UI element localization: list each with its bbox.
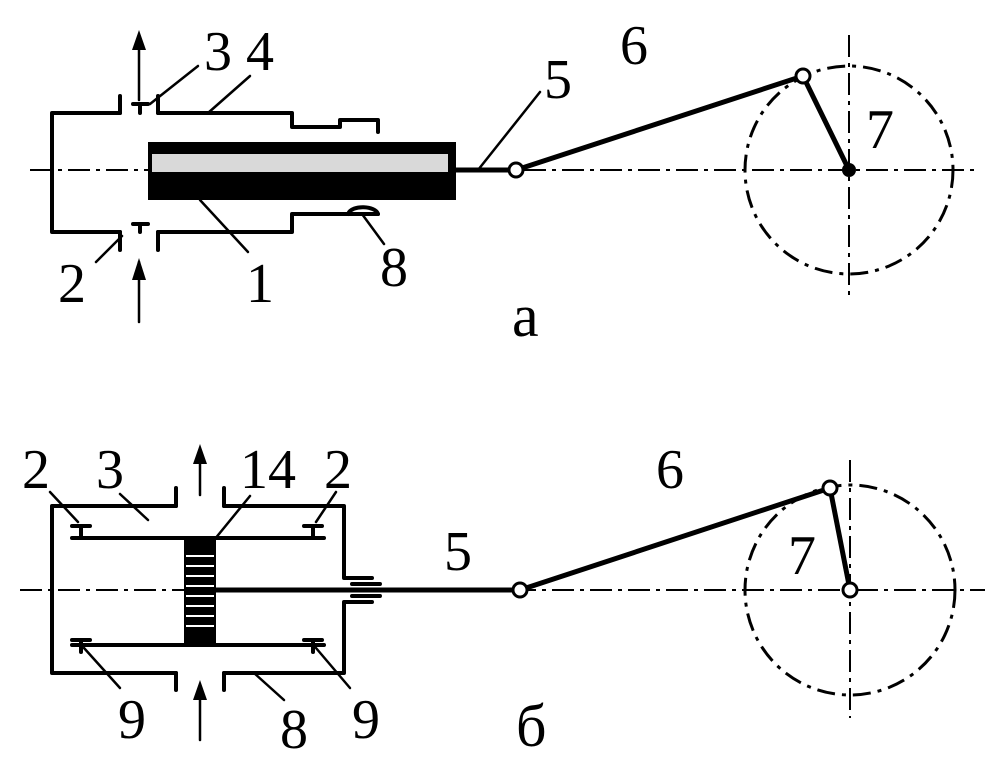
panel-b-valve-2-right [302, 524, 324, 540]
panel-a-discharge-arrowhead [132, 30, 146, 50]
panel-b-suction-arrowhead [193, 680, 207, 700]
panel-a-connecting-rod-6 [513, 73, 806, 173]
panel-b-pin-crank [821, 479, 839, 497]
panel-a-leader-5 [476, 90, 542, 172]
panel-b-label-2-left: 2 [22, 439, 50, 501]
panel-a-cylinder-body [50, 111, 380, 234]
panel-b-leader-2-right [314, 490, 338, 524]
panel-b-leader-8 [252, 671, 286, 702]
panel-b-cylinder-body [50, 504, 374, 675]
panel-b-leader-9-left [82, 646, 122, 690]
panel-a-leader-4 [206, 74, 252, 115]
panel-b-caption: б [516, 693, 547, 759]
panel-b-crank-arm [827, 485, 853, 593]
panel-b-valve-9-left [70, 638, 92, 654]
panel-b: 2 3 14 2 5 6 7 9 8 9 б [20, 439, 985, 761]
panel-a-valve-2 [131, 222, 150, 234]
panel-b-label-14: 14 [240, 439, 296, 501]
panel-a-leader-2 [94, 234, 124, 264]
panel-b-label-6: 6 [656, 439, 684, 501]
panel-a-pin-crank [794, 67, 812, 85]
panel-b-pin-center [841, 581, 859, 599]
panel-a-leader-3 [148, 64, 200, 106]
panel-a-label-3: 3 [204, 21, 232, 83]
panel-b-piston [184, 538, 216, 645]
panel-b-leader-9-right [314, 646, 352, 690]
panel-a: 3 4 5 6 7 2 1 8 а [30, 15, 975, 349]
panel-a-label-5: 5 [544, 49, 572, 111]
panel-b-piston-rings [186, 555, 214, 627]
panel-b-label-5: 5 [444, 521, 472, 583]
panel-b-leader-14 [208, 494, 252, 547]
panel-b-label-8: 8 [280, 699, 308, 761]
panel-b-connecting-rod-6 [517, 485, 833, 593]
panel-a-valve-3 [131, 102, 150, 115]
panel-a-leader-1 [198, 198, 250, 254]
panel-b-discharge-arrowhead [193, 444, 207, 464]
panel-b-gland [350, 582, 382, 598]
panel-a-plunger-highlight [152, 154, 448, 172]
panel-a-suction-arrowhead [132, 258, 146, 280]
panel-a-crank-circle [743, 64, 955, 276]
panel-a-leader-8 [360, 212, 386, 246]
panel-a-pin-crosshead [507, 161, 525, 179]
panel-b-leader-2-left [48, 490, 80, 524]
panel-b-valve-9-right [302, 638, 324, 654]
panel-b-valve-2-left [70, 524, 92, 540]
panel-a-label-2: 2 [58, 253, 86, 315]
panel-a-label-7: 7 [866, 99, 894, 161]
panel-a-seal [346, 205, 380, 216]
panel-a-crank-arm [800, 73, 852, 173]
panel-a-caption: а [512, 283, 539, 349]
panel-b-label-9-left: 9 [118, 689, 146, 751]
panel-b-pin-crosshead [511, 581, 529, 599]
panel-a-label-6: 6 [620, 15, 648, 77]
panel-a-label-8: 8 [380, 237, 408, 299]
panel-b-label-9-right: 9 [352, 689, 380, 751]
panel-b-leader-3 [118, 492, 150, 522]
panel-b-label-7: 7 [788, 525, 816, 587]
panel-b-crank-circle [743, 483, 957, 697]
panel-a-label-1: 1 [246, 253, 274, 315]
panel-b-label-2-right: 2 [324, 439, 352, 501]
panel-a-label-4: 4 [246, 21, 274, 83]
panel-b-label-3: 3 [96, 439, 124, 501]
panel-a-pin-center [842, 163, 856, 177]
